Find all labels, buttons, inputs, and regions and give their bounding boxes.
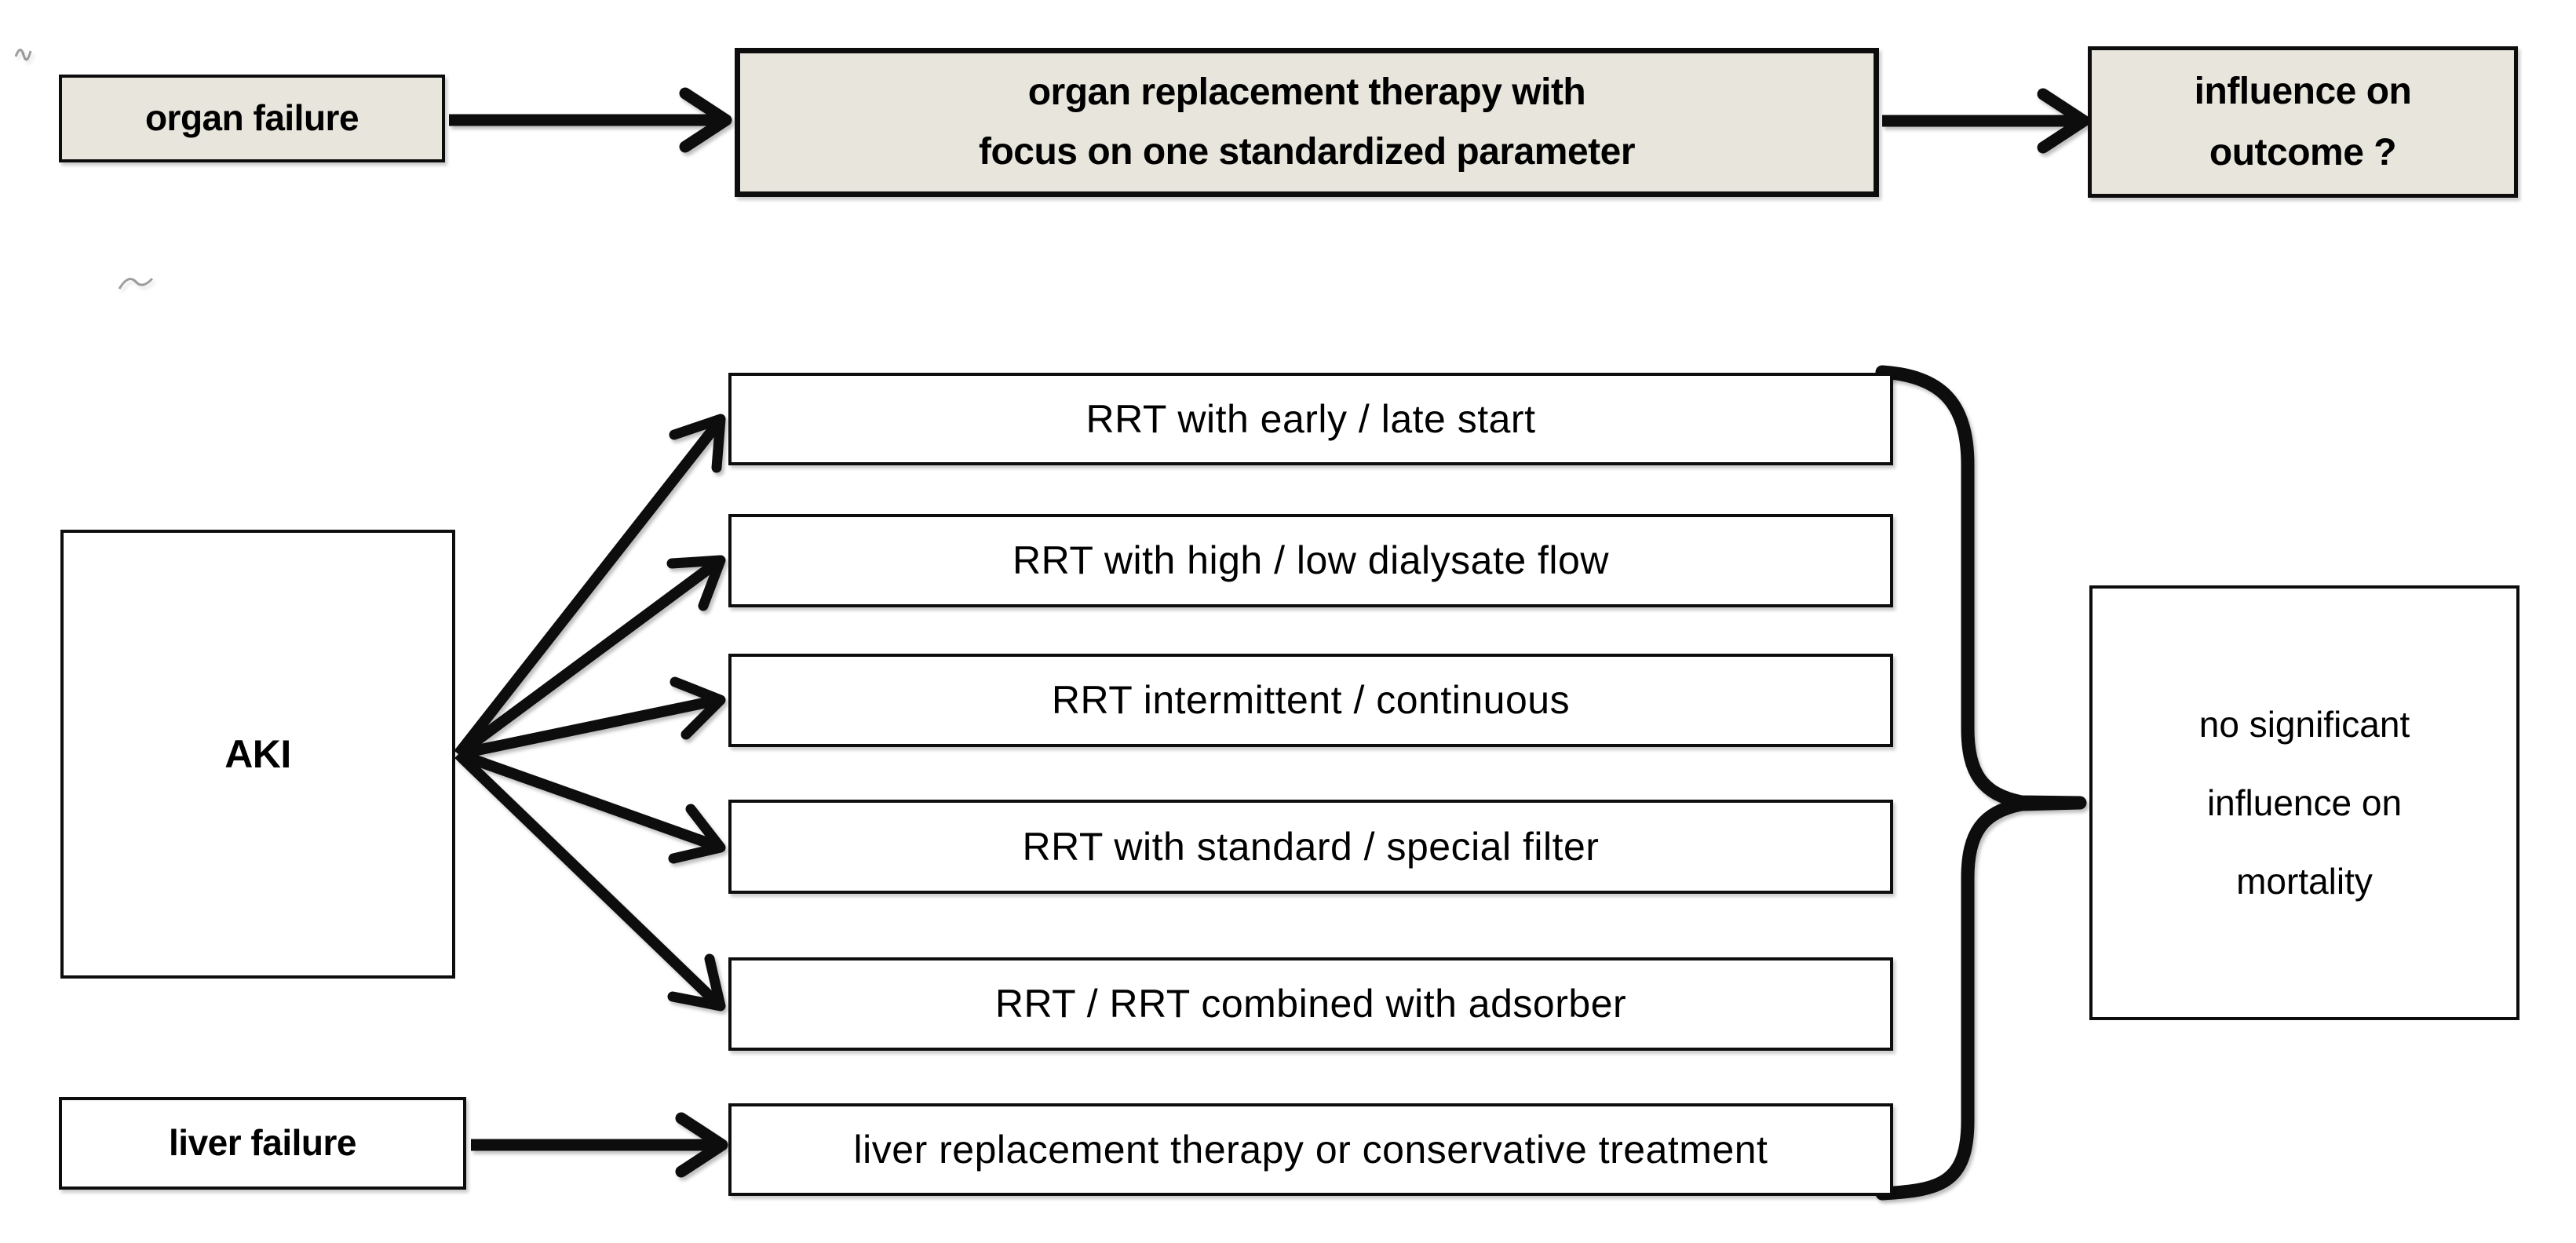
- rrt-intermittent-continuous-box: RRT intermittent / continuous: [728, 654, 1893, 747]
- rrt-dialysate-flow-label: RRT with high / low dialysate flow: [1013, 538, 1609, 583]
- mortality-outcome-box: no significant influence on mortality: [2089, 585, 2519, 1020]
- rrt-filter-label: RRT with standard / special filter: [1022, 824, 1600, 869]
- influence-label-line2: outcome ?: [2209, 131, 2397, 173]
- rrt-dialysate-flow-box: RRT with high / low dialysate flow: [728, 514, 1893, 607]
- therapy-box: organ replacement therapy with focus on …: [735, 48, 1879, 197]
- arrow-right-icon: [1882, 88, 2090, 154]
- liver-treatment-box: liver replacement therapy or conservativ…: [728, 1103, 1893, 1196]
- liver-treatment-label: liver replacement therapy or conservativ…: [853, 1127, 1768, 1172]
- influence-outcome-box: influence on outcome ?: [2088, 46, 2518, 198]
- aki-box: AKI: [60, 530, 455, 979]
- fan-arrow-icon: [456, 749, 726, 864]
- mortality-label-line1: no significant: [2198, 704, 2410, 745]
- rrt-filter-box: RRT with standard / special filter: [728, 800, 1893, 894]
- rrt-adsorber-box: RRT / RRT combined with adsorber: [728, 957, 1893, 1051]
- organ-failure-label: organ failure: [144, 97, 359, 139]
- therapy-label-line2: focus on one standardized parameter: [978, 131, 1636, 173]
- rrt-adsorber-label: RRT / RRT combined with adsorber: [994, 982, 1627, 1026]
- arrow-right-icon: [449, 87, 732, 153]
- arrow-right-icon: [471, 1112, 728, 1178]
- curly-brace-icon: [1875, 365, 2087, 1201]
- therapy-label-line1: organ replacement therapy with: [1027, 71, 1586, 113]
- influence-label-line1: influence on: [2194, 70, 2412, 112]
- mortality-label-line2: influence on: [2206, 782, 2403, 823]
- fan-arrow-icon: [454, 414, 726, 758]
- rrt-intermittent-continuous-label: RRT intermittent / continuous: [1051, 678, 1571, 723]
- mortality-label-line3: mortality: [2236, 861, 2373, 902]
- rrt-early-late-label: RRT with early / late start: [1085, 396, 1536, 441]
- aki-label: AKI: [224, 731, 291, 776]
- fan-arrow-icon: [457, 676, 726, 760]
- liver-failure-label: liver failure: [169, 1122, 356, 1164]
- organ-failure-box: organ failure: [59, 75, 445, 162]
- fan-arrow-icon: [454, 749, 726, 1012]
- liver-failure-box: liver failure: [59, 1097, 466, 1190]
- rrt-early-late-box: RRT with early / late start: [728, 373, 1893, 465]
- fan-arrow-icon: [454, 555, 726, 759]
